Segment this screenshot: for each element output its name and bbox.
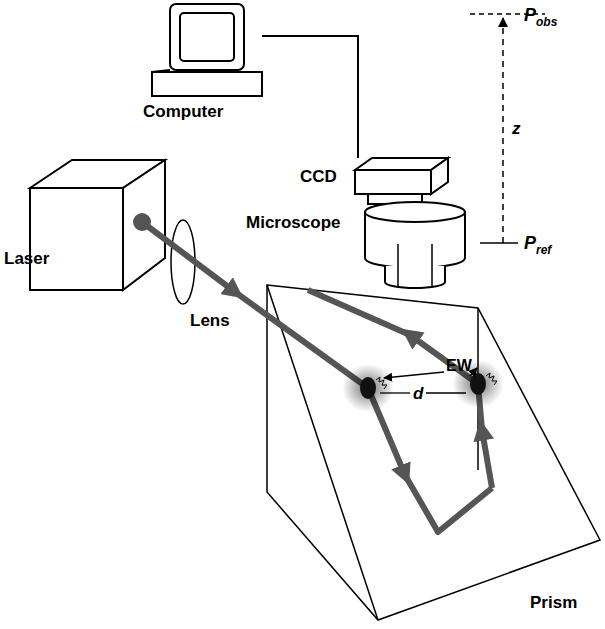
reference-plane bbox=[480, 242, 518, 244]
device-label: Computer bbox=[143, 103, 223, 120]
plane-subscript: obs bbox=[536, 16, 557, 28]
device-label: CCD bbox=[300, 168, 337, 185]
device-label: Prism bbox=[530, 594, 577, 611]
microscope bbox=[365, 202, 465, 288]
device-label: Laser bbox=[4, 250, 49, 267]
plane-label: P bbox=[524, 6, 536, 24]
laser-beam bbox=[142, 222, 492, 532]
cable bbox=[262, 36, 358, 158]
dimension-line bbox=[380, 392, 410, 393]
plane-subscript: ref bbox=[536, 244, 551, 256]
dimension-label: d bbox=[413, 385, 423, 402]
dimension-line bbox=[426, 392, 466, 393]
part-label: EW bbox=[446, 358, 472, 374]
leader-line bbox=[384, 372, 444, 378]
computer-icon bbox=[152, 4, 262, 96]
axis-label: z bbox=[512, 120, 521, 137]
z-axis bbox=[502, 18, 504, 243]
prism bbox=[267, 285, 600, 620]
device-label: Microscope bbox=[246, 214, 340, 231]
ccd-camera bbox=[355, 158, 448, 204]
plane-label: P bbox=[524, 234, 536, 252]
evanescent-wave bbox=[342, 360, 504, 412]
device-label: Lens bbox=[190, 312, 230, 329]
